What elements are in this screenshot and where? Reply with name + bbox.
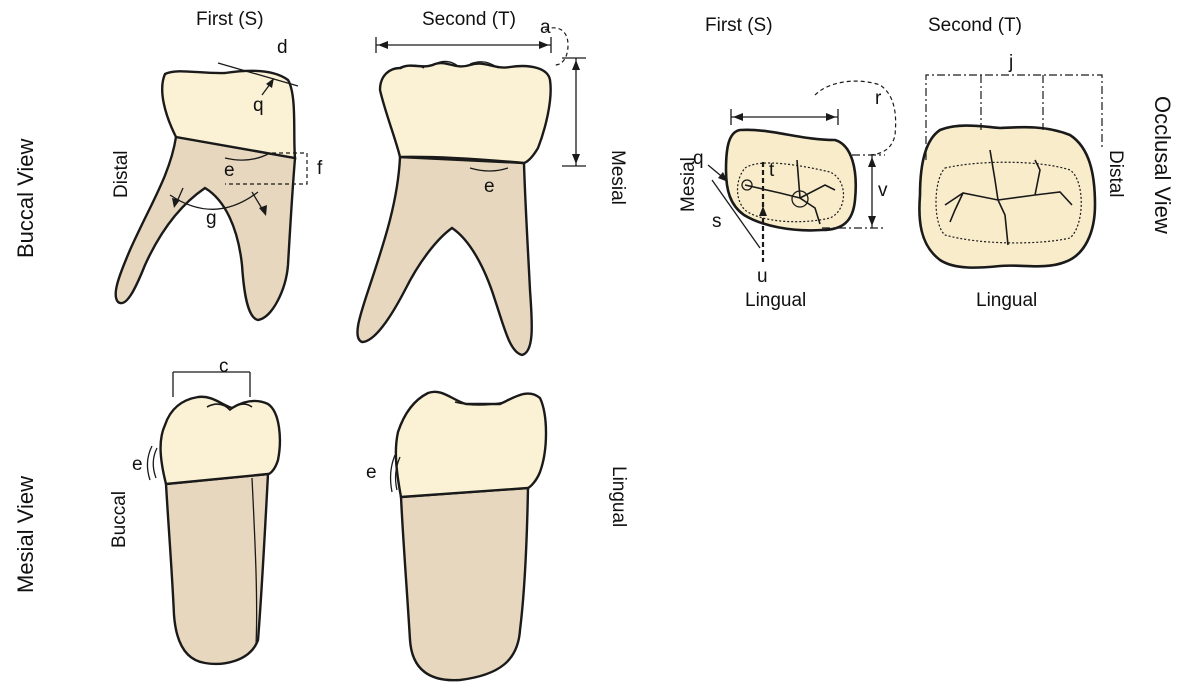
label-buccal-mesial: Buccal: [109, 491, 130, 548]
arrowhead-width-left: [733, 113, 743, 121]
buccal-second-root: [357, 157, 531, 355]
bracket-c: [173, 372, 250, 397]
heading-buccal-second: Second (T): [422, 9, 516, 30]
marker-e-mesial-first: e: [132, 454, 143, 475]
label-mesial-buccal: Mesial: [607, 150, 628, 205]
view-label-buccal: Buccal View: [13, 138, 38, 258]
mesial-second-crown: [396, 392, 546, 497]
mesial-second-root: [401, 488, 528, 680]
mesial-first-molar: [147, 372, 279, 664]
arrowhead-a-left: [378, 41, 388, 49]
marker-q-buccal: q: [253, 95, 264, 116]
heading-buccal-first: First (S): [196, 9, 264, 30]
marker-d: d: [277, 37, 288, 58]
arc-e-mesial-first: [147, 446, 157, 480]
marker-v: v: [878, 180, 888, 201]
occlusal-second-outline: [919, 126, 1095, 268]
arrowhead-v-top: [868, 157, 876, 167]
marker-u: u: [757, 266, 768, 287]
marker-e-second: e: [484, 176, 495, 197]
heading-occlusal-first: First (S): [705, 15, 773, 36]
marker-a: a: [540, 17, 551, 38]
buccal-second-molar: [357, 28, 586, 355]
label-distal-buccal: Distal: [111, 150, 132, 198]
marker-c: c: [219, 356, 229, 377]
arrowhead-height-top: [572, 60, 580, 70]
marker-e-first: e: [224, 160, 235, 181]
marker-g: g: [206, 208, 217, 229]
arrowhead-width-right: [826, 113, 836, 121]
marker-j: j: [1008, 52, 1013, 73]
label-lingual-mesial: Lingual: [608, 466, 629, 527]
label-lingual-occlusal-second: Lingual: [976, 290, 1037, 311]
mesial-second-molar: [391, 392, 546, 680]
buccal-second-crown: [380, 63, 551, 163]
occlusal-second-molar: [919, 75, 1102, 268]
heading-occlusal-second: Second (T): [928, 15, 1022, 36]
arrowhead-v-bottom: [868, 216, 876, 226]
marker-f: f: [317, 158, 323, 179]
buccal-first-molar: [116, 63, 307, 320]
arrowhead-height-bottom: [572, 154, 580, 164]
label-lingual-occlusal-first: Lingual: [745, 290, 806, 311]
marker-s: s: [712, 211, 722, 232]
marker-t: t: [769, 160, 775, 181]
marker-r: r: [875, 88, 882, 109]
occlusal-first-molar: [708, 81, 896, 262]
arrowhead-a-right: [539, 41, 549, 49]
view-label-occlusal: Occlusal View: [1150, 96, 1175, 234]
marker-q-occlusal: q: [693, 148, 704, 169]
marker-e-mesial-second: e: [366, 462, 377, 483]
label-distal-occlusal: Distal: [1105, 150, 1126, 198]
view-label-mesial: Mesial View: [13, 476, 38, 593]
mesial-first-crown: [161, 397, 280, 484]
